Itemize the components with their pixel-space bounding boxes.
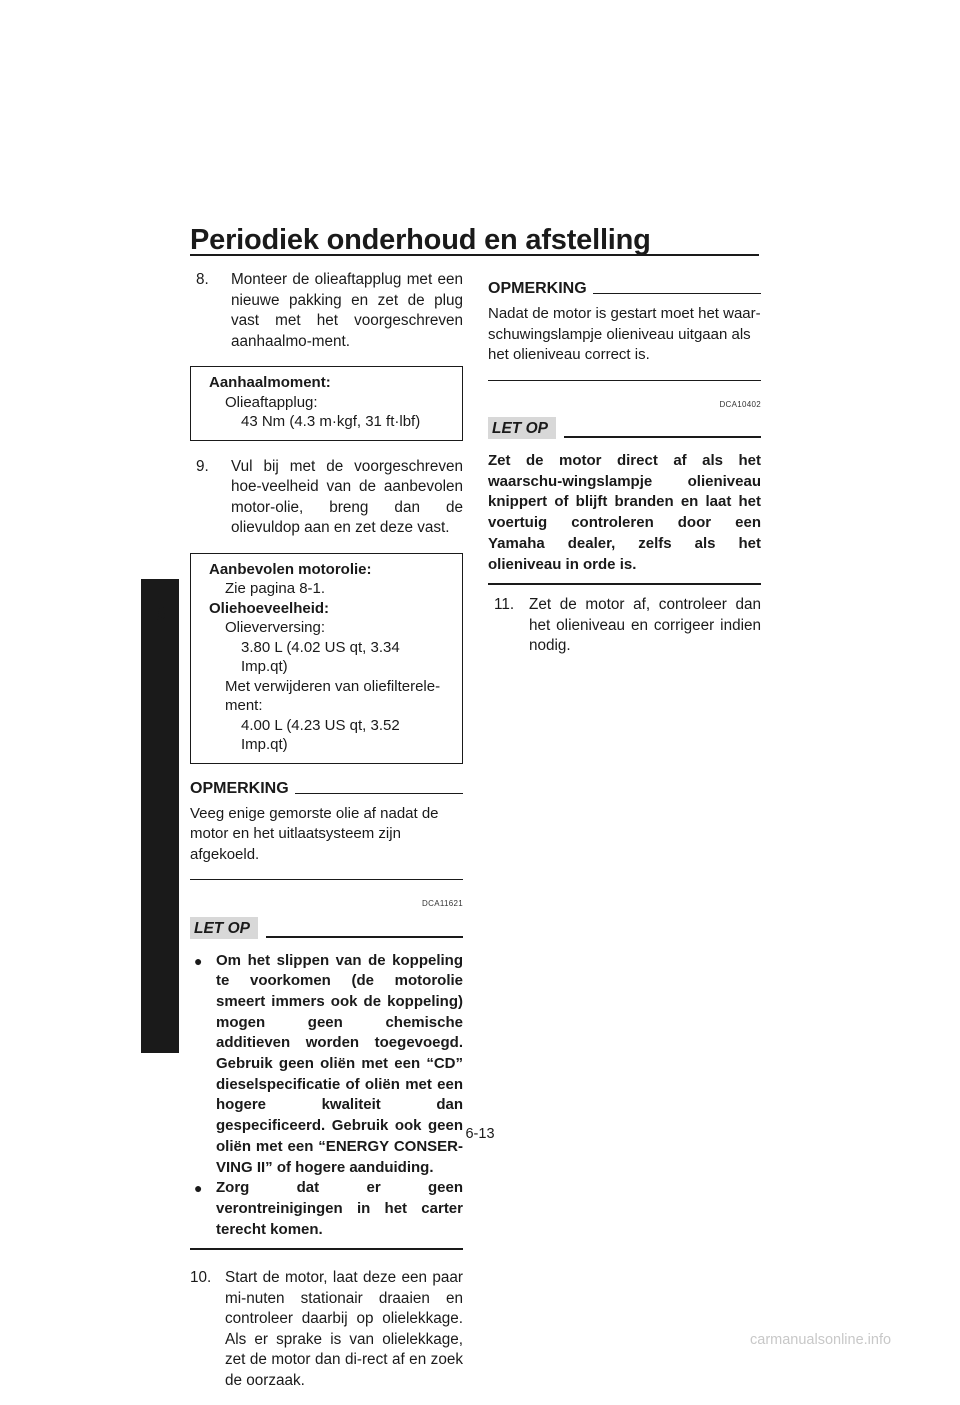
spec-value: 43 Nm (4.3 m·kgf, 31 ft·lbf) [241, 413, 421, 430]
spec-label: Aanbevolen motorolie: [209, 560, 372, 578]
step-number: 8. [196, 271, 209, 288]
right-column: OPMERKING Nadat de motor is gestart moet… [488, 280, 761, 671]
spec-label: Aanhaalmoment: [209, 374, 331, 391]
note-header: OPMERKING [190, 780, 463, 798]
step-text: Vul bij met de voorgeschreven hoe-veelhe… [231, 457, 463, 537]
step-number: 9. [196, 457, 209, 475]
step-10: 10. Start de motor, laat deze een paar m… [190, 1268, 463, 1391]
note-rule [294, 792, 463, 794]
step-text: Start de motor, laat deze een paar mi-nu… [225, 1269, 463, 1389]
caution-bullet-text: Zorg dat er geen verontreinigingen in he… [216, 1179, 463, 1238]
step-8: 8. Monteer de olieaftapplug met een nieu… [190, 270, 463, 352]
step-number: 10. [190, 1269, 212, 1287]
left-column: 8. Monteer de olieaftapplug met een nieu… [190, 270, 463, 1405]
chapter-tab [141, 579, 179, 1053]
page-title: Periodiek onderhoud en afstelling [190, 224, 651, 256]
oil-spec-box: Aanbevolen motorolie: Zie pagina 8-1. Ol… [190, 552, 463, 764]
caution-bullet-text: Om het slippen van de koppeling te voork… [216, 951, 463, 1176]
caution-text: Zet de motor direct af als het waarschu-… [488, 452, 761, 573]
caution-badge: LET OP [190, 916, 258, 939]
caution-list: ● Om het slippen van de koppeling te voo… [190, 951, 463, 1241]
note-end-rule [190, 879, 463, 880]
caution-rule [563, 436, 761, 438]
watermark: carmanualsonline.info [750, 1332, 892, 1348]
caution-header: LET OP [488, 417, 761, 439]
torque-spec-box: Aanhaalmoment: Olieaftapplug: 43 Nm (4.3… [190, 366, 463, 441]
caution-badge: LET OP [488, 417, 556, 439]
caution-code: DCA11621 [422, 899, 463, 908]
title-rule [190, 254, 759, 256]
caution-end-rule [488, 583, 761, 586]
step-text: Zet de motor af, controleer dan het olie… [529, 596, 761, 655]
note-text: Nadat de motor is gestart moet het waar-… [488, 305, 761, 363]
spec-item: Olieaftapplug: [225, 393, 318, 411]
spec-label: Oliehoeveelheid: [209, 599, 330, 617]
spec-item: ment: [225, 697, 263, 714]
chapter-number: 6 [154, 603, 166, 625]
spec-item: Met verwijderen van oliefilterele- [225, 677, 441, 695]
caution-rule [265, 935, 463, 938]
note-title: OPMERKING [488, 280, 587, 297]
step-11: 11. Zet de motor af, controleer dan het … [488, 595, 761, 657]
step-9: 9. Vul bij met de voorgeschreven hoe-vee… [190, 457, 463, 539]
step-text: Monteer de olieaftapplug met een nieuwe … [231, 271, 463, 350]
caution-code: DCA10402 [719, 399, 761, 409]
caution-bullet-item: ● Om het slippen van de koppeling te voo… [190, 951, 463, 1179]
note-title: OPMERKING [190, 779, 289, 797]
note-header: OPMERKING [488, 280, 761, 298]
step-number: 11. [494, 596, 515, 614]
note-text: Veeg enige gemorste olie af nadat de mot… [190, 804, 439, 863]
spec-value: Zie pagina 8-1. [225, 580, 326, 597]
spec-item: Olieverversing: [225, 619, 326, 636]
spec-value: 4.00 L (4.23 US qt, 3.52 Imp.qt) [241, 716, 400, 754]
page-number: 6-13 [465, 1126, 495, 1142]
bullet-icon: ● [194, 952, 203, 969]
bullet-icon: ● [194, 1180, 203, 1197]
caution-header: LET OP [190, 916, 463, 939]
spec-value: 3.80 L (4.02 US qt, 3.34 Imp.qt) [241, 638, 400, 676]
caution-bullet-item: ● Zorg dat er geen verontreinigingen in … [190, 1178, 463, 1240]
caution-end-rule [190, 1248, 463, 1251]
note-end-rule [488, 379, 761, 381]
note-rule [592, 293, 761, 294]
caution-body: ● Om het slippen van de koppeling te voo… [190, 951, 463, 1241]
